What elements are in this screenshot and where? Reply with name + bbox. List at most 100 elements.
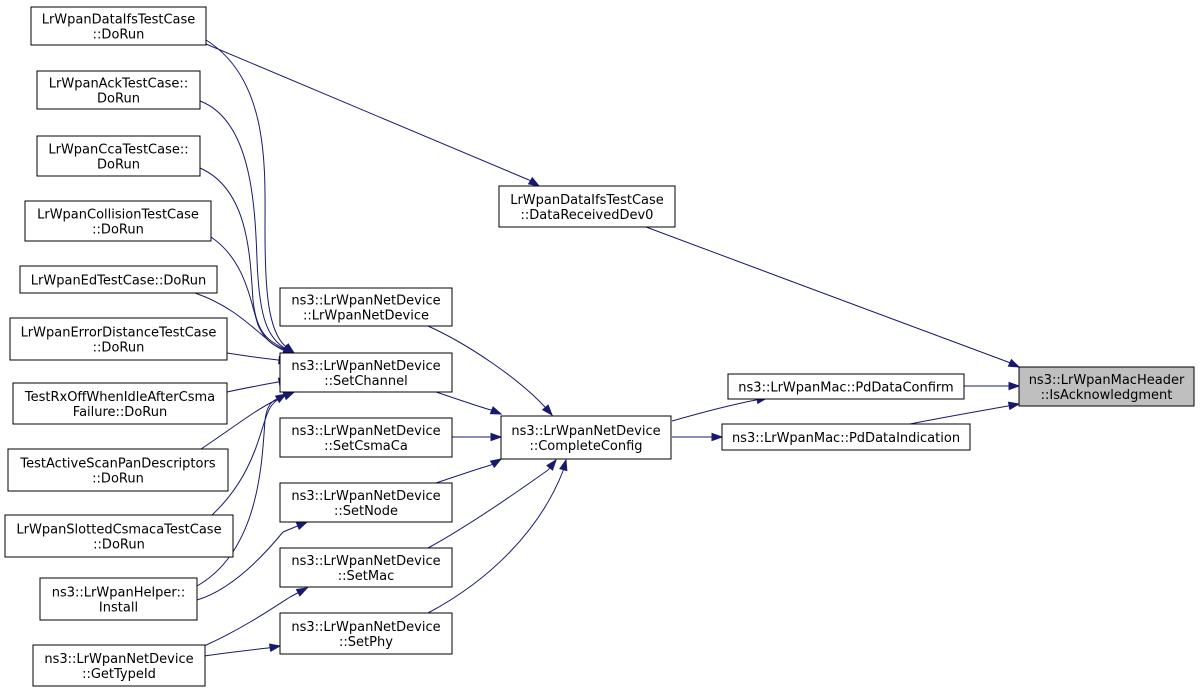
node-label-line: LrWpanEdTestCase::DoRun [31,274,206,289]
node-box [721,423,971,451]
edge-line [199,167,284,349]
node-label-line: ::SetPhy [339,635,393,650]
edge-tail [282,521,308,533]
edge-setPhy-to-completeConfig [427,458,568,614]
node-box [39,577,198,621]
node-box [36,135,201,177]
node-edDoRun[interactable]: LrWpanEdTestCase::DoRun [19,265,218,294]
node-label-line: ns3::LrWpanMacHeader [1029,373,1185,388]
node-label-line: ::GetTypeId [82,667,156,682]
edge-dataRecv-to-root [645,226,1021,368]
node-box [7,448,229,492]
node-label-line: LrWpanDataIfsTestCase [42,13,196,28]
node-label-line: ns3::LrWpanMac::PdDataIndication [732,431,960,446]
node-label-line: LrWpanAckTestCase:: [49,77,188,92]
edge-line [196,397,281,587]
node-label-line: ::LrWpanNetDevice [303,309,429,324]
node-box [24,200,212,242]
node-setChannel[interactable]: ns3::LrWpanNetDevice::SetChannel [279,352,453,393]
node-completeConfig[interactable]: ns3::LrWpanNetDevice::CompleteConfig [500,415,672,460]
node-label-line: ::CompleteConfig [529,439,642,454]
node-label-line: ::DoRun [92,223,144,238]
node-errDoRun[interactable]: LrWpanErrorDistanceTestCase::DoRun [9,317,228,361]
nodes-layer: ns3::LrWpanMacHeader::IsAcknowledgmentns… [4,6,1195,687]
edge-tail [490,458,502,466]
node-label-line: ns3::LrWpanNetDevice [291,620,440,635]
node-label-line: DoRun [97,158,140,173]
node-label-line: LrWpanErrorDistanceTestCase [21,326,217,341]
edge-tail [528,179,540,187]
node-box [727,373,965,400]
edge-setChannel-to-completeConfig [435,391,503,415]
node-label-line: ::SetNode [334,504,398,519]
node-label-line: Install [99,601,138,616]
node-label-line: ::DoRun [93,538,145,553]
edge-line [909,405,1009,425]
node-label-line: ns3::LrWpanHelper:: [52,586,185,601]
edge-line [205,43,530,181]
edge-line [427,469,549,549]
edge-tail [490,409,502,415]
edge-tail [1007,403,1020,407]
node-setMac[interactable]: ns3::LrWpanNetDevice::SetMac [279,547,453,588]
edge-line [226,352,279,361]
node-box [279,482,453,523]
edge-tail [267,645,281,649]
node-box [12,382,228,425]
node-getTypeId[interactable]: ns3::LrWpanNetDevice::GetTypeId [32,644,206,687]
edge-ctor-to-completeConfig [427,325,553,417]
node-label-line: TestRxOffWhenIdleAfterCsma [24,390,215,405]
node-pdconfirm[interactable]: ns3::LrWpanMac::PdDataConfirm [727,373,965,400]
edge-ifsDoRun-to-dataRecv [205,43,541,187]
node-label-line: TestActiveScanPanDescriptors [19,457,215,472]
node-box [279,287,453,327]
edge-setMac-to-completeConfig [427,458,557,549]
node-pdind[interactable]: ns3::LrWpanMac::PdDataIndication [721,423,971,451]
node-box [279,352,453,393]
node-box [1018,366,1195,407]
node-label-line: LrWpanSlottedCsmacaTestCase [16,523,221,538]
edge-tail [1007,361,1020,368]
node-ackDoRun[interactable]: LrWpanAckTestCase::DoRun [36,70,201,110]
node-label-line: ns3::LrWpanNetDevice [291,294,440,309]
node-label-line: ::DoRun [93,28,145,43]
node-label-line: ns3::LrWpanMac::PdDataConfirm [738,381,953,396]
edge-tail [279,391,295,399]
node-box [9,317,228,361]
edge-completeConfig-to-pdind [672,432,724,442]
node-label-line: ::DataReceivedDev0 [521,208,654,223]
node-setNode[interactable]: ns3::LrWpanNetDevice::SetNode [279,482,453,523]
node-box [4,514,234,558]
node-box [500,415,672,460]
edge-helperInstall-to-setNode [196,521,309,601]
node-label-line: ::SetCsmaCa [324,439,408,454]
node-dataRecv[interactable]: LrWpanDataIfsTestCase::DataReceivedDev0 [498,185,676,228]
node-root[interactable]: ns3::LrWpanMacHeader::IsAcknowledgment [1018,366,1195,407]
node-setCsmaCa[interactable]: ns3::LrWpanNetDevice::SetCsmaCa [279,417,453,458]
node-label-line: ::SetChannel [324,374,407,389]
node-box [279,612,453,655]
node-ifsDoRun[interactable]: LrWpanDataIfsTestCase::DoRun [30,6,207,46]
node-ccaDoRun[interactable]: LrWpanCcaTestCase::DoRun [36,135,201,177]
node-setPhy[interactable]: ns3::LrWpanNetDevice::SetPhy [279,612,453,655]
node-ctor[interactable]: ns3::LrWpanNetDevice::LrWpanNetDevice [279,287,453,327]
node-label-line: LrWpanDataIfsTestCase [510,193,664,208]
edge-setCsmaCa-to-completeConfig [452,432,503,442]
edge-completeConfig-to-pdconfirm [671,395,769,422]
node-slottedDoRun[interactable]: LrWpanSlottedCsmacaTestCase::DoRun [4,514,234,558]
edge-line [194,292,284,351]
node-label-line: ::SetMac [338,569,394,584]
edge-line [203,647,269,657]
edge-pdind-to-root [909,401,1021,425]
edge-line [226,381,279,393]
edge-tail [562,459,567,472]
node-collDoRun[interactable]: LrWpanCollisionTestCase::DoRun [24,200,212,242]
edge-line [645,226,1009,363]
node-helperInstall[interactable]: ns3::LrWpanHelper::Install [39,577,198,621]
node-label-line: LrWpanCcaTestCase:: [48,143,188,158]
node-scanDoRun[interactable]: TestActiveScanPanDescriptors::DoRun [7,448,229,492]
edge-line [205,39,286,347]
node-box [498,185,676,228]
